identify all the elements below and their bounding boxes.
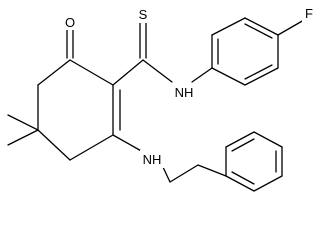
aryl-bond-6 — [211, 67, 246, 86]
atom-labels: O S NH F NH — [62, 4, 316, 168]
enamine-bond — [112, 134, 144, 153]
phenyl-bond-2 — [225, 131, 255, 148]
phenyl-ring — [225, 131, 283, 192]
gem-dimethyl-group — [7, 114, 39, 146]
aryl-bond-2 — [211, 17, 246, 36]
ring-bond-c3-c4 — [69, 134, 114, 161]
cyclohexenone-ring — [37, 59, 121, 161]
aryl-fluorine-bond — [277, 19, 305, 36]
aryl-bond-3 — [244, 17, 279, 36]
thioamide-cn-bond — [142, 59, 173, 83]
ethyl-phenyl-bond — [197, 164, 227, 177]
phenyl-bond-5 — [253, 175, 283, 192]
carbonyl-group — [66, 29, 74, 59]
nh-aryl-bond — [191, 67, 213, 83]
ethyl-bond — [169, 164, 199, 183]
thioamide-c-bond — [112, 59, 144, 86]
fluorine-label: F — [305, 6, 313, 21]
amine-nh-label: NH — [143, 152, 162, 167]
ring-bond-c4-c5 — [37, 129, 71, 161]
ring-bond-c1-c2 — [69, 59, 114, 86]
amide-nh-label: NH — [175, 85, 194, 100]
ring-bond-c6-c1 — [37, 59, 71, 86]
phenethylamine-chain — [112, 134, 227, 183]
thioamide-group — [112, 21, 173, 86]
methyl-bond-upper — [7, 114, 39, 131]
aryl-inner-double-2 — [244, 23, 273, 39]
phenyl-bond-6 — [225, 175, 255, 192]
molecule-structure-diagram: O S NH F NH — [7, 4, 316, 192]
phenyl-bond-3 — [253, 131, 283, 148]
oxygen-label: O — [65, 15, 75, 30]
fluorophenyl-ring — [191, 17, 305, 86]
phenyl-inner-double-3 — [231, 171, 255, 185]
aryl-inner-double-3 — [244, 64, 273, 80]
aryl-bond-5 — [244, 67, 279, 86]
sulfur-label: S — [139, 7, 148, 22]
phenyl-inner-double-1 — [231, 138, 255, 152]
methyl-bond-lower — [7, 129, 39, 146]
